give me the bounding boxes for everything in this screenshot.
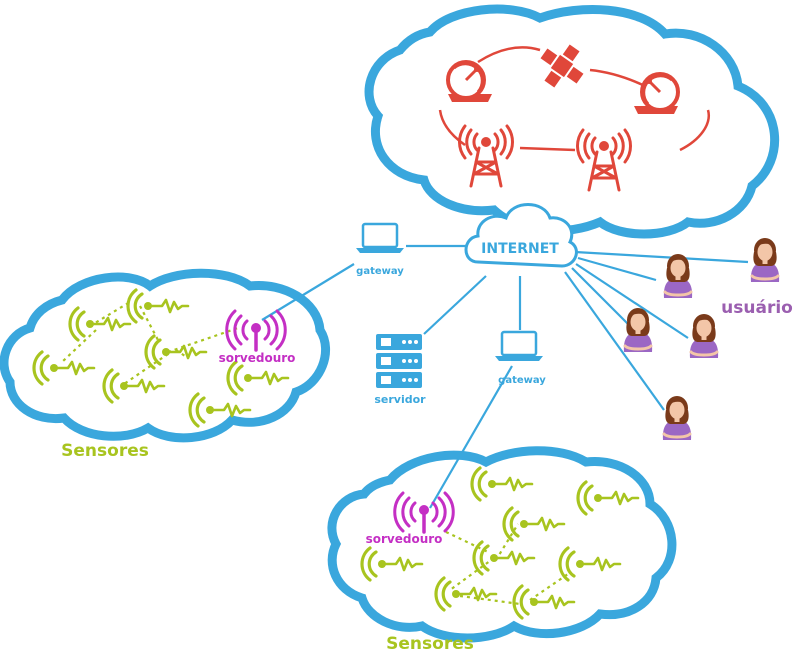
sensor-links-bottom xyxy=(445,523,569,606)
network-links xyxy=(261,244,749,509)
user-avatar-icon xyxy=(622,306,654,354)
internet-cloud: INTERNET xyxy=(464,203,578,268)
servidor-label: servidor xyxy=(374,393,426,406)
satellite-icon xyxy=(540,44,584,88)
user-avatar-icon xyxy=(661,394,693,442)
gateway-left-label: gateway xyxy=(356,266,404,277)
laptop-icon xyxy=(493,330,545,363)
sensor-cloud-bottom xyxy=(327,446,677,643)
internet-label: INTERNET xyxy=(481,241,559,257)
user-avatar-icon xyxy=(749,236,781,284)
gateway-center-label: gateway xyxy=(498,375,546,386)
user-avatar-icon xyxy=(688,312,720,360)
laptop-icon xyxy=(354,222,406,255)
sorvedouro-left-label: sorvedouro xyxy=(219,351,296,365)
usuario-label: usuário xyxy=(721,298,793,318)
sorvedouro-bottom-label: sorvedouro xyxy=(366,532,443,546)
sensores-bottom-label: Sensores xyxy=(386,634,474,654)
server-icon xyxy=(376,334,422,388)
satellite-cloud xyxy=(364,4,780,239)
user-avatar-icon xyxy=(662,252,694,300)
satellite-links xyxy=(438,46,711,152)
sensores-left-label: Sensores xyxy=(61,441,149,461)
